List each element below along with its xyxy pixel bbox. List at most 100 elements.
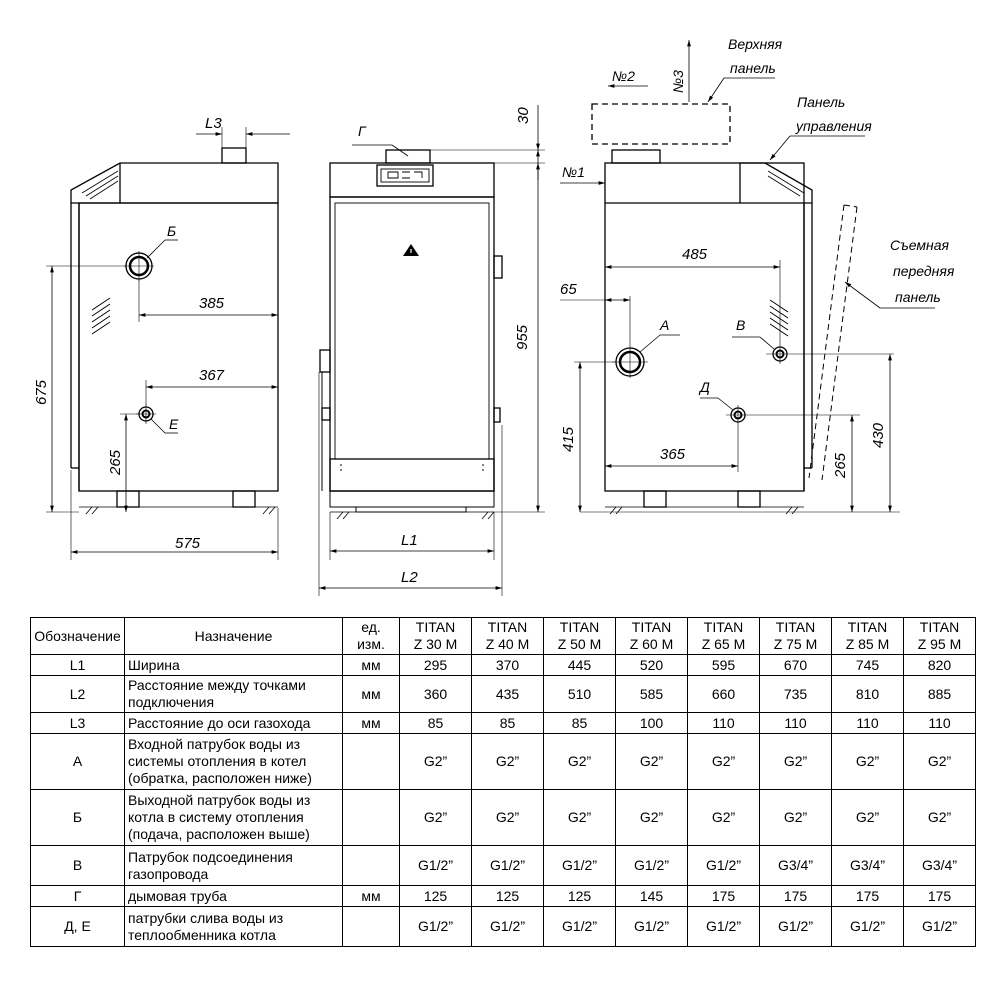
- left-foot: [116, 490, 140, 508]
- dim-675: 675: [33, 379, 50, 405]
- row-unit: [342, 733, 400, 790]
- dim-365: 365: [660, 446, 686, 463]
- removable-panel-label-2: передняя: [893, 263, 955, 279]
- header-purpose: Назначение: [124, 617, 343, 655]
- row-value: G1/2”: [831, 906, 904, 947]
- label-n2: №2: [612, 68, 635, 84]
- row-value: 810: [831, 675, 904, 713]
- dim-385: 385: [199, 295, 225, 312]
- dim-955: 955: [514, 324, 531, 350]
- label-v: В: [736, 317, 745, 333]
- row-value: G2”: [687, 789, 760, 846]
- row-value: 125: [543, 885, 616, 907]
- row-value: G2”: [759, 789, 832, 846]
- dim-l2: L2: [401, 569, 418, 586]
- dim-265-right: 265: [832, 452, 849, 479]
- top-panel-label-2: панель: [730, 60, 776, 76]
- front-door: [329, 196, 495, 492]
- row-value: 435: [471, 675, 544, 713]
- dim-265-left: 265: [107, 449, 124, 476]
- left-vent-grille: [91, 297, 111, 335]
- row-value: G2”: [615, 789, 688, 846]
- side-view-left: [46, 127, 290, 560]
- row-value: 585: [615, 675, 688, 713]
- left-top-cover: [70, 162, 279, 204]
- row-designation: А: [30, 733, 125, 790]
- row-value: 85: [471, 712, 544, 734]
- row-designation: L1: [30, 654, 125, 676]
- row-value: 670: [759, 654, 832, 676]
- row-value: G1/2”: [471, 845, 544, 886]
- dim-485: 485: [682, 246, 708, 263]
- row-value: G2”: [471, 733, 544, 790]
- right-control-panel: [739, 162, 813, 204]
- row-value: G3/4”: [759, 845, 832, 886]
- row-value: G3/4”: [831, 845, 904, 886]
- row-value: 175: [831, 885, 904, 907]
- front-control-display: [376, 164, 434, 187]
- row-value: 445: [543, 654, 616, 676]
- ctrl-panel-label-2: управления: [795, 118, 872, 134]
- side-view-right: [560, 40, 935, 515]
- row-value: G2”: [399, 789, 472, 846]
- dim-30: 30: [515, 107, 532, 124]
- row-unit: мм: [342, 712, 400, 734]
- dim-575: 575: [175, 535, 201, 552]
- left-flue-pipe: [221, 147, 247, 164]
- row-value: G1/2”: [615, 906, 688, 947]
- dim-l1: L1: [401, 532, 418, 549]
- row-value: G1/2”: [471, 906, 544, 947]
- boiler-technical-drawing: L3 575 675 265 385 367 Б Е: [33, 36, 955, 596]
- row-value: G3/4”: [903, 845, 976, 886]
- label-n3: №3: [670, 70, 686, 93]
- row-value: G2”: [399, 733, 472, 790]
- left-body: [78, 202, 279, 492]
- row-value: 125: [399, 885, 472, 907]
- row-value: 735: [759, 675, 832, 713]
- row-value: 110: [903, 712, 976, 734]
- top-panel-label-1: Верхняя: [728, 36, 783, 52]
- label-d: Д: [698, 379, 710, 395]
- row-value: G1/2”: [543, 906, 616, 947]
- right-vent-grille: [769, 299, 789, 337]
- row-value: 295: [399, 654, 472, 676]
- row-purpose: Расстояние до оси газохода: [124, 712, 343, 734]
- dim-415: 415: [560, 426, 577, 452]
- row-value: G2”: [543, 733, 616, 790]
- front-top-panel: [329, 162, 495, 198]
- row-value: 110: [687, 712, 760, 734]
- row-value: 370: [471, 654, 544, 676]
- front-view: [318, 105, 545, 596]
- row-value: G1/2”: [759, 906, 832, 947]
- removable-panel-label-1: Съемная: [890, 237, 950, 253]
- row-value: G2”: [759, 733, 832, 790]
- front-flue-pipe: [385, 149, 431, 164]
- left-foot: [232, 490, 256, 508]
- row-unit: мм: [342, 675, 400, 713]
- row-value: 110: [759, 712, 832, 734]
- header-unit: ед.изм.: [342, 617, 400, 655]
- row-unit: [342, 845, 400, 886]
- row-value: 175: [759, 885, 832, 907]
- row-value: G1/2”: [903, 906, 976, 947]
- row-value: G2”: [471, 789, 544, 846]
- row-value: 360: [399, 675, 472, 713]
- row-designation: Д, Е: [30, 906, 125, 947]
- row-designation: Г: [30, 885, 125, 907]
- removable-panel-label-3: панель: [895, 289, 941, 305]
- row-purpose: Ширина: [124, 654, 343, 676]
- removable-panel-dashed: [808, 204, 858, 481]
- dim-l3: L3: [205, 115, 222, 132]
